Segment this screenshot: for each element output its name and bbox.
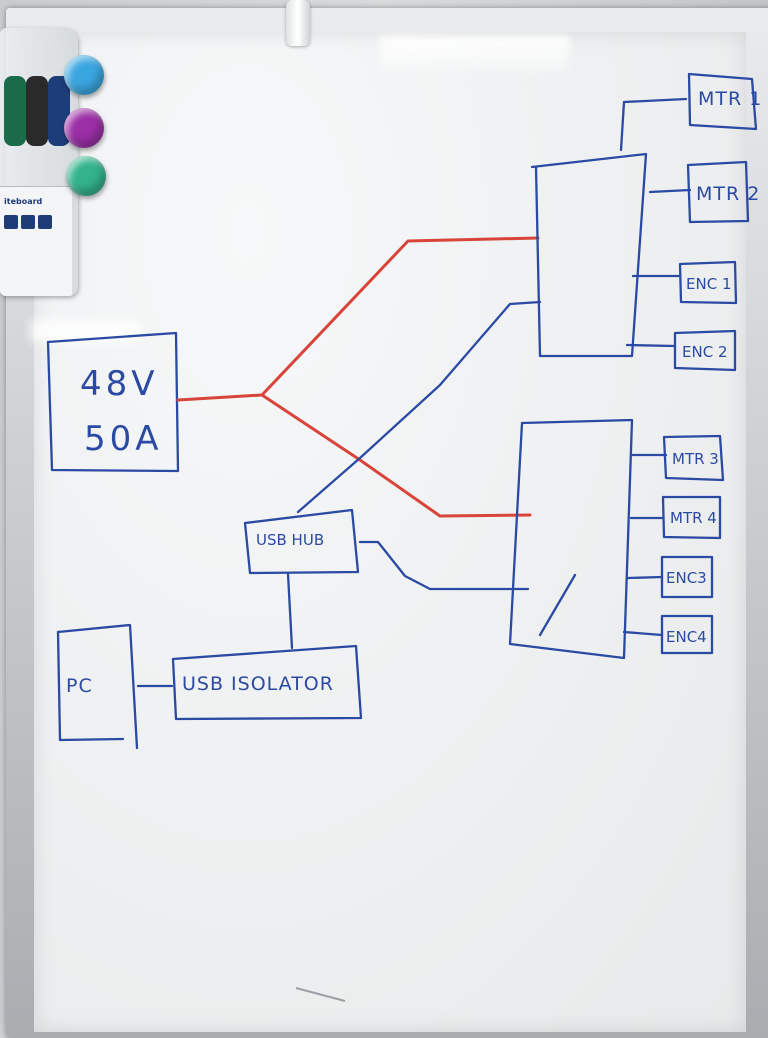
motor-box-4 — [661, 495, 722, 540]
encoder-box-2 — [673, 329, 737, 372]
controller-top: MTR 1 MTR 2 ENC 1 ENC 2 — [530, 72, 762, 372]
usb-isolator: USB ISOLATOR — [171, 644, 363, 721]
usb-isolator-label: USB ISOLATOR — [182, 673, 334, 695]
pc-box-right — [56, 623, 139, 750]
power-wire-top-controller — [260, 236, 540, 397]
controller-bottom: MTR 3 MTR 4 ENC3 ENC4 — [508, 418, 725, 660]
motor-label-3: MTR 3 — [672, 450, 719, 468]
blue-magnet-icon — [64, 55, 104, 95]
pc: PC — [56, 623, 174, 750]
pc-label: PC — [66, 675, 93, 697]
board-clip-icon — [286, 0, 310, 46]
black-marker-icon — [26, 76, 48, 146]
green-magnet-icon — [66, 156, 106, 196]
power-supply-voltage: 48V — [80, 364, 159, 404]
purple-magnet-icon — [64, 108, 104, 148]
encoder-label-1: ENC 1 — [686, 275, 731, 293]
pack-symbol-icon — [38, 215, 52, 229]
encoder-box-4 — [660, 614, 714, 655]
encoder-box-1 — [678, 260, 738, 305]
motor-box-1 — [687, 72, 758, 131]
controller-bottom-box — [508, 418, 634, 660]
encoder-box-3 — [660, 555, 714, 599]
marker-pack-icons — [4, 215, 52, 229]
power-wire-bottom-controller — [260, 393, 532, 518]
power-supply-current: 50A — [84, 419, 163, 459]
motor-label-1: MTR 1 — [698, 88, 762, 110]
controller-stray-mark — [538, 573, 577, 637]
wire-enc4 — [622, 630, 664, 637]
power-supply: 48V 50A — [46, 331, 180, 473]
usb-wire-hub-to-top-controller — [296, 300, 542, 514]
encoder-label-2: ENC 2 — [682, 343, 727, 361]
light-reflection — [380, 36, 570, 72]
power-supply-box — [46, 331, 180, 473]
encoder-label-4: ENC4 — [666, 628, 707, 646]
marker-pack-label: iteboard — [0, 186, 72, 296]
encoder-label-3: ENC3 — [666, 569, 707, 587]
pack-symbol-icon — [21, 215, 35, 229]
wire-mtr1 — [619, 97, 688, 152]
usb-hub-box — [243, 508, 360, 575]
motor-box-3 — [662, 434, 725, 482]
usb-hub-label: USB HUB — [256, 531, 324, 549]
pc-box-left — [56, 630, 125, 742]
pack-symbol-icon — [4, 215, 18, 229]
usb-wire-hub-to-bottom-controller — [358, 540, 530, 591]
motor-label-2: MTR 2 — [696, 183, 760, 205]
motor-label-4: MTR 4 — [670, 509, 717, 527]
board-smudge — [295, 987, 346, 1002]
marker-pack-label-text: iteboard — [4, 197, 43, 206]
power-trunk-wire — [176, 393, 264, 402]
motor-box-2 — [686, 160, 750, 224]
usb-isolator-box — [171, 644, 363, 721]
green-marker-icon — [4, 76, 26, 146]
wire-enc3 — [626, 575, 664, 580]
wire-enc2 — [625, 343, 677, 348]
power-wires — [176, 236, 540, 518]
controller-top-box — [530, 152, 648, 358]
wire-mtr2 — [648, 188, 692, 194]
usb-wire-hub-to-isolator — [286, 572, 294, 650]
usb-hub: USB HUB — [243, 300, 542, 650]
